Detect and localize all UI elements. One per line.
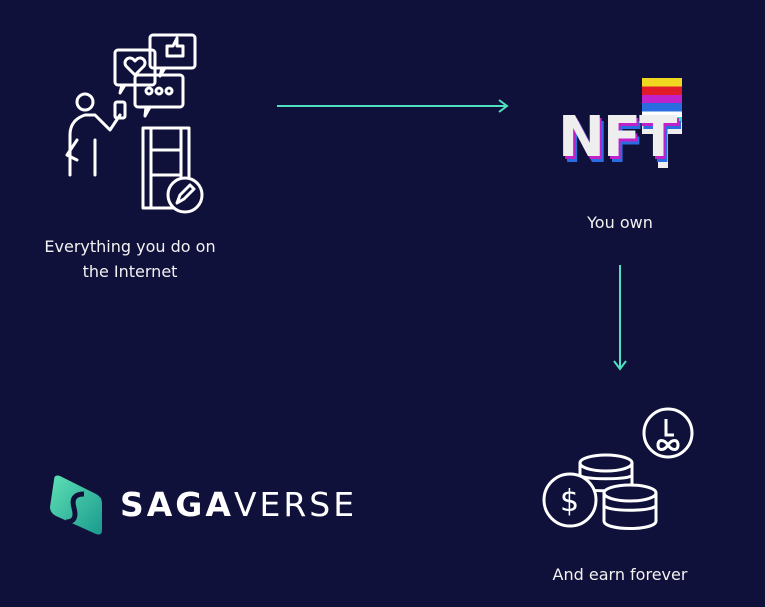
coins-infinity-clock-icon: $	[542, 407, 694, 530]
nft-text: NFT	[558, 105, 677, 170]
arrow-down	[613, 265, 627, 371]
svg-text:$: $	[560, 484, 579, 519]
step3-caption: And earn forever	[552, 565, 688, 584]
nft-badge: NFT	[558, 78, 688, 170]
step1-caption-line2: the Internet	[82, 262, 178, 281]
internet-activity-icon	[65, 33, 204, 214]
arrow-right	[277, 99, 509, 113]
sagaverse-logo: SAGAVERSE	[120, 485, 357, 524]
sagaverse-logo-icon	[50, 475, 102, 535]
step2-caption: You own	[587, 213, 653, 232]
logo-verse: VERSE	[233, 485, 358, 524]
logo-saga: SAGA	[120, 485, 234, 524]
step1-caption-line1: Everything you do on	[44, 237, 216, 256]
